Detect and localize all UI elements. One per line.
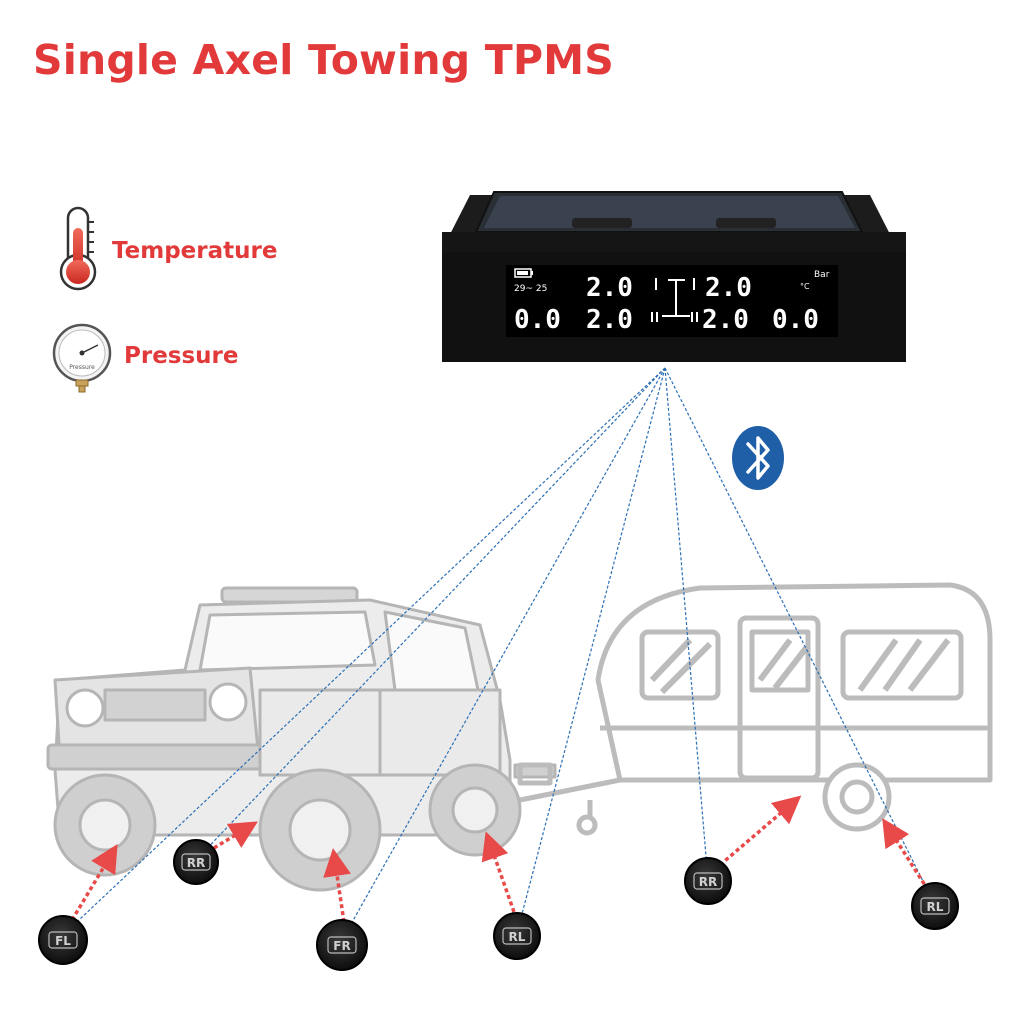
sensor-label: FL: [55, 934, 71, 948]
pressure-gauge-icon: Pressure: [54, 325, 110, 392]
tpms-display-unit: [442, 192, 906, 362]
lcd-unit-pressure: Bar: [814, 270, 830, 280]
suv-illustration: [48, 588, 555, 890]
sensor-label: RL: [509, 930, 526, 944]
lcd-bottom-left-value: 2.0: [586, 305, 633, 335]
lcd-bottom-right-value: 2.0: [702, 305, 749, 335]
lcd-top-right-value: 2.0: [705, 273, 752, 303]
sensor-label: RR: [187, 856, 205, 870]
lcd-temps: 29~ 25: [514, 284, 547, 294]
thermometer-icon: [61, 208, 95, 289]
sensor-label: RR: [699, 875, 717, 889]
lcd-top-left-value: 2.0: [586, 273, 633, 303]
lcd-unit-temp: °C: [800, 282, 810, 291]
sensor-rr-car: RR: [174, 840, 218, 884]
sensor-label: RL: [927, 900, 944, 914]
trailer-illustration: [520, 585, 990, 833]
sensor-rl-trailer: RL: [912, 883, 958, 929]
lcd-bottom-far-left-value: 0.0: [514, 305, 561, 335]
sensor-fr: FR: [317, 920, 367, 970]
sensor-rl-car: RL: [494, 913, 540, 959]
sensor-label: FR: [333, 939, 350, 953]
sensor-fl: FL: [39, 916, 87, 964]
gauge-text: Pressure: [69, 364, 95, 371]
lcd-bottom-far-right-value: 0.0: [772, 305, 819, 335]
bluetooth-icon: [732, 426, 784, 490]
sensor-rr-trailer: RR: [685, 858, 731, 904]
